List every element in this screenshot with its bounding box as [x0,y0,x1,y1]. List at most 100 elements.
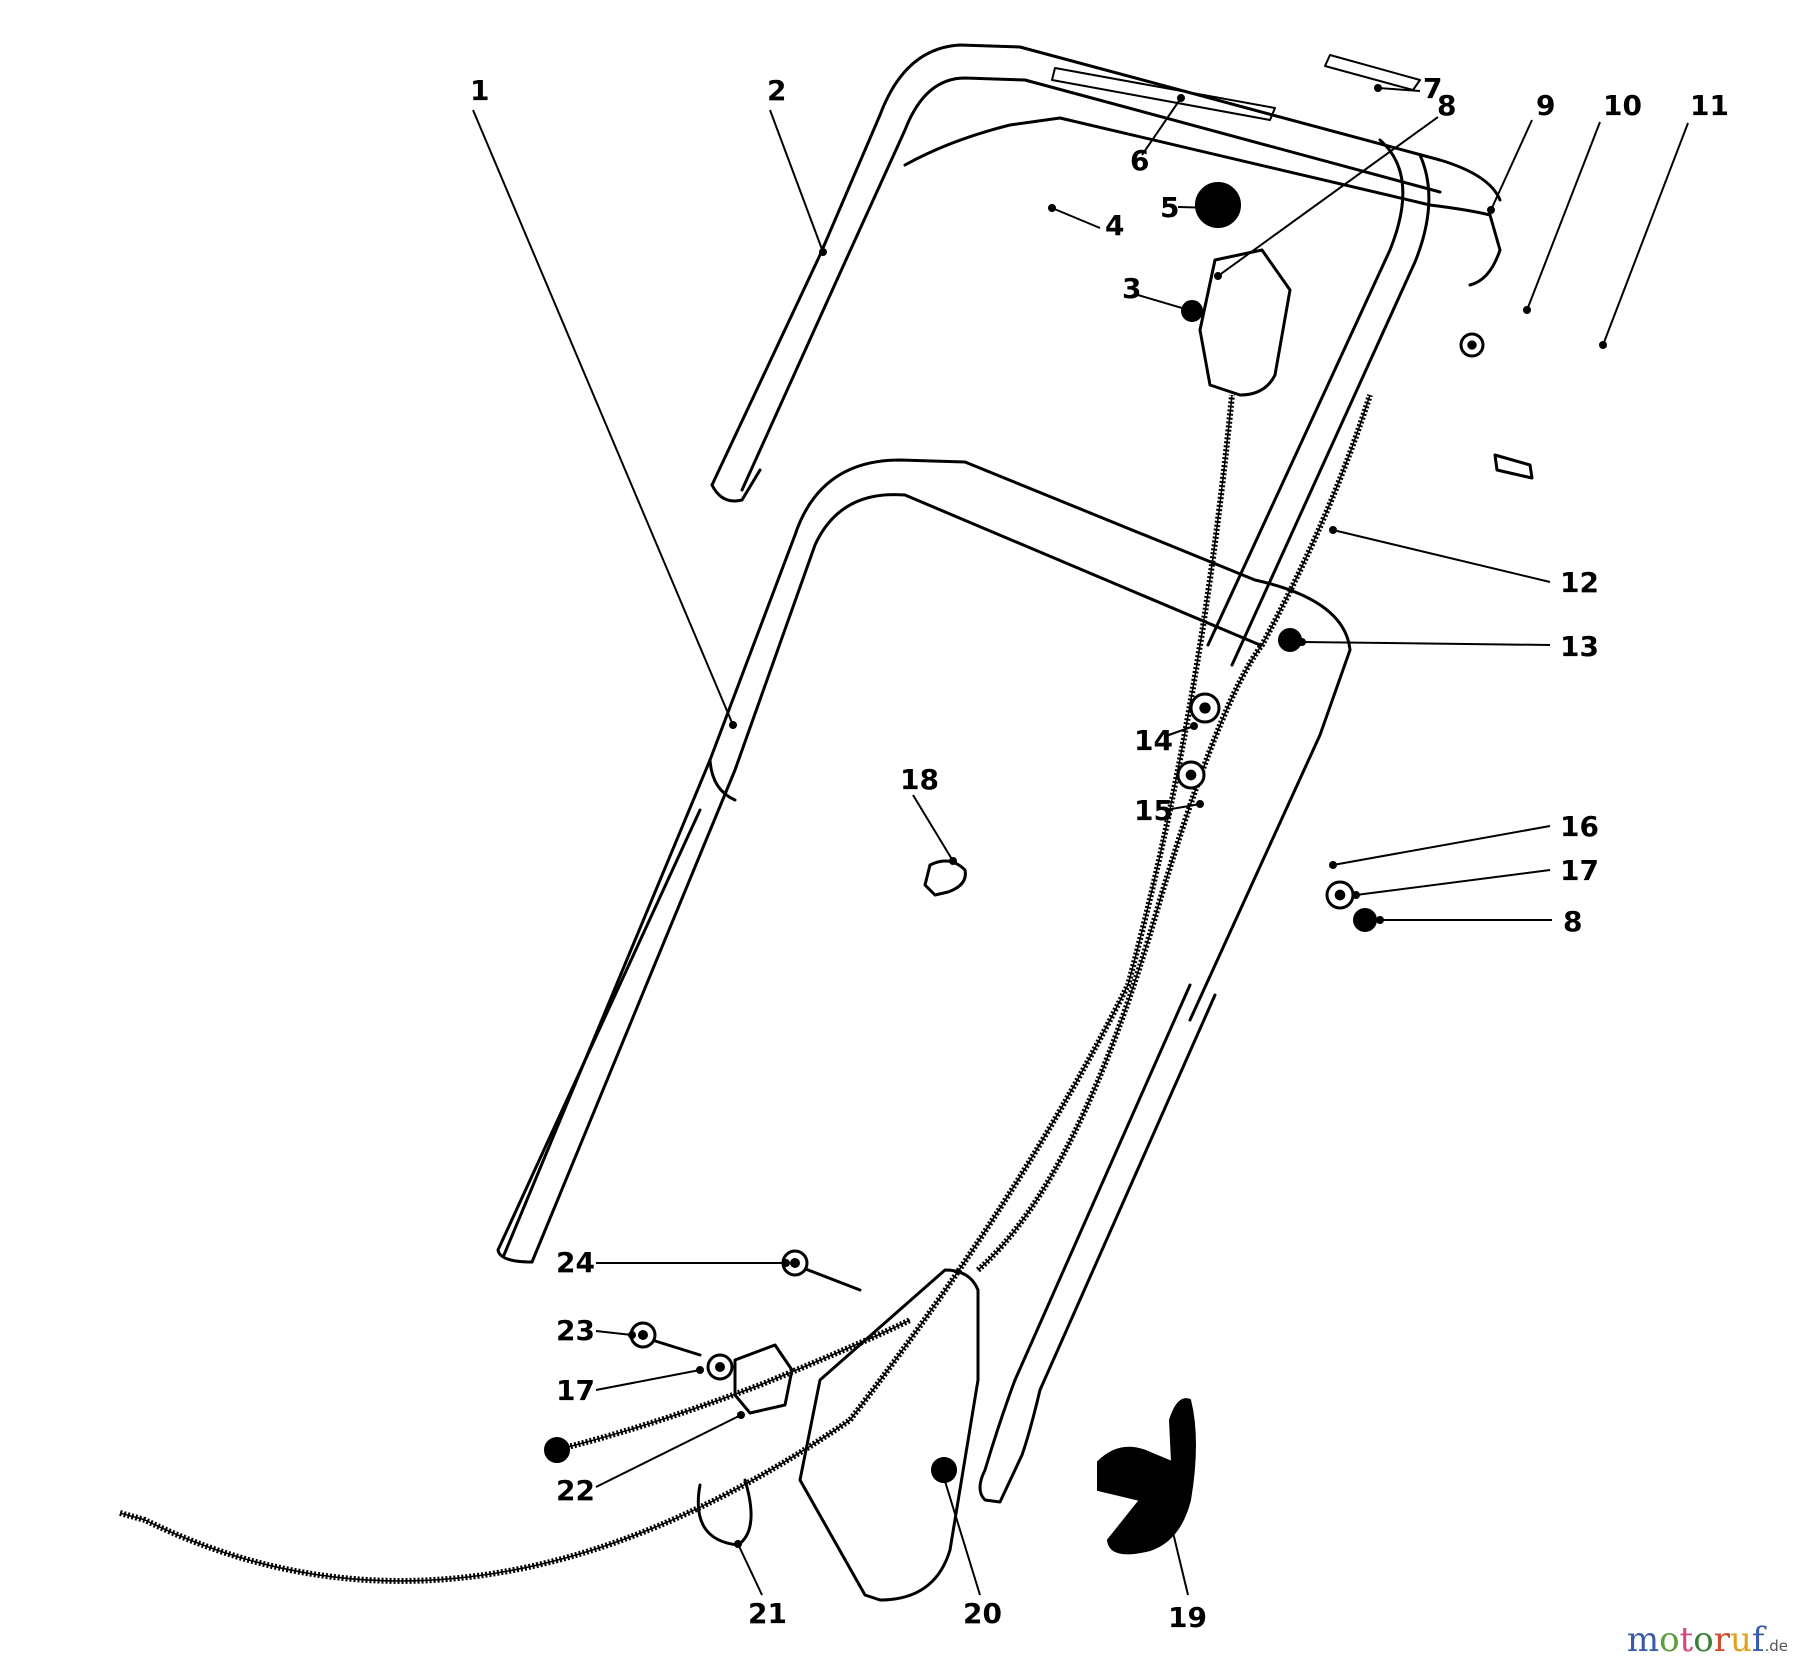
clip-18 [923,859,967,897]
lower-right-tube-inner [1038,993,1217,1392]
watermark-letter: o [1693,1620,1714,1660]
callout-label-15: 15 [1134,794,1173,827]
leader-line-15 [1165,803,1201,811]
callout-label-8: 8 [1437,89,1456,122]
leader-line-14 [1165,725,1195,737]
callout-label-11: 11 [1690,89,1729,122]
callout-label-13: 13 [1560,630,1599,663]
parts-layer [119,43,1534,1602]
callout-label-2: 2 [767,74,786,107]
callout-label-20: 20 [963,1597,1002,1630]
callout-label-5: 5 [1160,191,1179,224]
leader-line-18 [912,794,954,862]
lower-right-bracket [978,1378,1042,1504]
callout-label-18: 18 [900,763,939,796]
watermark-letter: u [1729,1620,1752,1660]
leader-dot-10 [1523,306,1531,314]
callout-label-24: 24 [556,1246,595,1279]
callout-label-23: 23 [556,1314,595,1347]
watermark-letter: m [1626,1620,1660,1660]
leader-dot-9 [1487,206,1495,214]
callout-label-8b: 8 [1563,905,1582,938]
leader-dot-2 [819,248,827,256]
leader-dot-3 [1188,307,1196,315]
callout-label-19: 19 [1168,1601,1207,1634]
watermark-text: motoruf [1627,1620,1765,1660]
upper-right-leg-inner [1230,153,1431,667]
leader-line-13 [1301,641,1551,646]
leader-line-19 [1169,1519,1189,1596]
watermark-logo: motoruf.de [1627,1620,1788,1660]
lower-right-tube-outer [1013,983,1192,1382]
leader-dot-7 [1374,84,1382,92]
cable-22-core [554,1319,911,1451]
leader-line-5 [1177,206,1219,209]
leader-dot-17 [1352,891,1360,899]
callout-label-17b: 17 [556,1374,595,1407]
leader-line-7 [1377,87,1421,92]
leader-line-12 [1332,529,1551,583]
leader-line-3 [1137,294,1193,312]
leader-line-4 [1051,207,1101,229]
callout-label-12: 12 [1560,566,1599,599]
washer-17b-hole [715,1362,725,1372]
leader-dot-18 [949,857,957,865]
callout-label-10: 10 [1603,89,1642,122]
leader-dot-16 [1329,861,1337,869]
callout-label-3: 3 [1122,272,1141,305]
leader-line-8 [1217,116,1439,277]
washer-24-hole [790,1258,800,1268]
lever-control-housing [1198,248,1292,397]
leader-line-10 [1526,121,1601,311]
leader-line-17 [1355,869,1551,896]
lower-handle-outer [502,458,1352,1257]
cable-anchor-block [733,1343,794,1415]
leader-dot-19 [1166,1516,1174,1524]
callout-label-22: 22 [556,1474,595,1507]
leader-line-6 [1141,97,1182,156]
nut-13-icon [1278,628,1302,652]
lower-handle-inner [530,493,1262,1264]
fasteners-layer [544,182,1485,1483]
decal-6 [1051,67,1276,121]
cable-secondary-core [977,394,1371,1271]
leader-dot-24 [782,1259,790,1267]
callout-label-4: 4 [1105,209,1124,242]
callout-label-6: 6 [1130,144,1149,177]
cable-main-core [119,394,1233,1582]
leader-dot-13 [1298,638,1306,646]
leader-dot-8b [1376,916,1384,924]
callout-label-17: 17 [1560,854,1599,887]
leader-line-22 [595,1414,742,1488]
callout-label-14: 14 [1134,724,1173,757]
leader-dot-1 [729,721,737,729]
leader-lines-layer [472,84,1689,1596]
upper-handle-inner [740,76,1442,492]
watermark-suffix: .de [1764,1637,1788,1655]
cable-22 [554,1317,912,1453]
leader-line-16 [1332,825,1551,866]
leader-dot-14 [1190,722,1198,730]
leader-line-23 [595,1330,633,1336]
cable-secondary [976,394,1373,1273]
leader-dot-6 [1177,94,1185,102]
decal-7 [1324,54,1421,91]
leader-dot-21 [734,1540,742,1548]
leader-dot-22 [737,1411,745,1419]
leader-line-21 [737,1543,763,1596]
leader-line-11 [1602,122,1689,346]
leader-dot-17b [696,1366,704,1374]
callout-label-16: 16 [1560,810,1599,843]
leader-dot-15 [1196,800,1204,808]
grip-19 [1097,1398,1196,1555]
callout-label-21: 21 [748,1597,787,1630]
leader-dot-20 [940,1474,948,1482]
lower-left-break-bottom [496,808,702,1264]
leader-line-20 [943,1477,981,1596]
cable-main [119,394,1235,1584]
upper-cross-rod [903,116,1502,287]
nut-8-icon [1353,908,1377,932]
leader-dot-12 [1329,526,1337,534]
